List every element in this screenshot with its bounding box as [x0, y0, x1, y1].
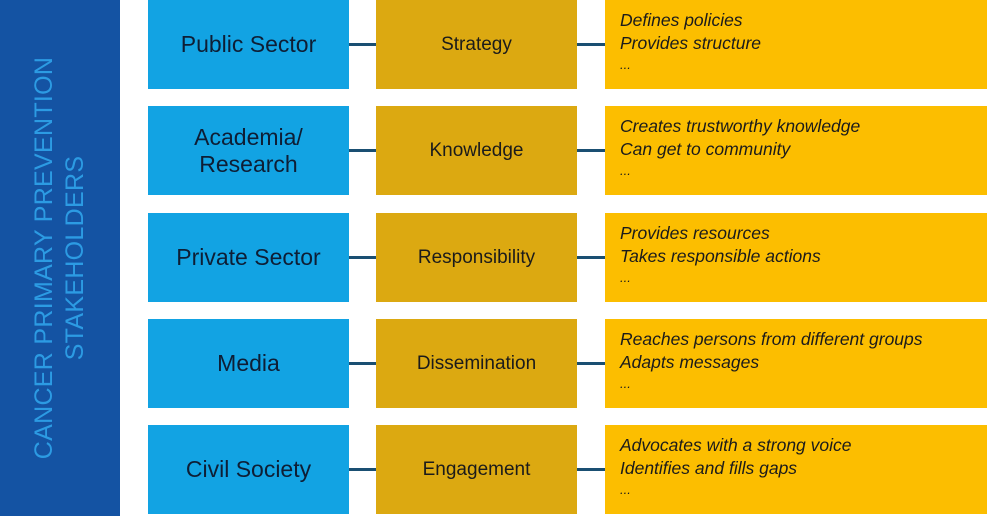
connector-line: [577, 362, 605, 365]
description-box: Provides resources Takes responsible act…: [605, 213, 987, 302]
stakeholder-box: Media: [148, 319, 349, 408]
role-box: Responsibility: [376, 213, 577, 302]
connector-line: [577, 256, 605, 259]
stakeholder-row-academia-research: Academia/ Research Knowledge Creates tru…: [0, 106, 987, 195]
connector-line: [349, 468, 376, 471]
description-ellipsis: ...: [620, 376, 631, 391]
role-box: Engagement: [376, 425, 577, 514]
description-line: Can get to community: [620, 139, 791, 159]
connector-line: [349, 256, 376, 259]
connector-line: [577, 43, 605, 46]
description-box: Advocates with a strong voice Identifies…: [605, 425, 987, 514]
description-ellipsis: ...: [620, 482, 631, 497]
stakeholder-row-public-sector: Public Sector Strategy Defines policies …: [0, 0, 987, 89]
description-ellipsis: ...: [620, 270, 631, 285]
description-line: Identifies and fills gaps: [620, 458, 798, 478]
role-box: Dissemination: [376, 319, 577, 408]
connector-line: [577, 468, 605, 471]
stakeholder-box: Private Sector: [148, 213, 349, 302]
description-box: Reaches persons from different groups Ad…: [605, 319, 987, 408]
description-line: Reaches persons from different groups: [620, 329, 923, 349]
description-box: Creates trustworthy knowledge Can get to…: [605, 106, 987, 195]
stakeholder-box: Public Sector: [148, 0, 349, 89]
description-line: Adapts messages: [620, 352, 760, 372]
role-box: Strategy: [376, 0, 577, 89]
stakeholders-sidebar: CANCER PRIMARY PREVENTION STAKEHOLDERS: [0, 0, 120, 516]
description-box: Defines policies Provides structure ...: [605, 0, 987, 89]
stakeholder-box: Academia/ Research: [148, 106, 349, 195]
description-ellipsis: ...: [620, 163, 631, 178]
description-ellipsis: ...: [620, 57, 631, 72]
stakeholder-row-private-sector: Private Sector Responsibility Provides r…: [0, 213, 987, 302]
description-line: Takes responsible actions: [620, 246, 821, 266]
connector-line: [577, 149, 605, 152]
stakeholder-row-civil-society: Civil Society Engagement Advocates with …: [0, 425, 987, 514]
connector-line: [349, 362, 376, 365]
description-line: Provides resources: [620, 223, 770, 243]
connector-line: [349, 43, 376, 46]
stakeholder-box: Civil Society: [148, 425, 349, 514]
description-line: Provides structure: [620, 33, 762, 53]
stakeholder-row-media: Media Dissemination Reaches persons from…: [0, 319, 987, 408]
description-line: Defines policies: [620, 10, 743, 30]
connector-line: [349, 149, 376, 152]
role-box: Knowledge: [376, 106, 577, 195]
description-line: Creates trustworthy knowledge: [620, 116, 861, 136]
description-line: Advocates with a strong voice: [620, 435, 852, 455]
